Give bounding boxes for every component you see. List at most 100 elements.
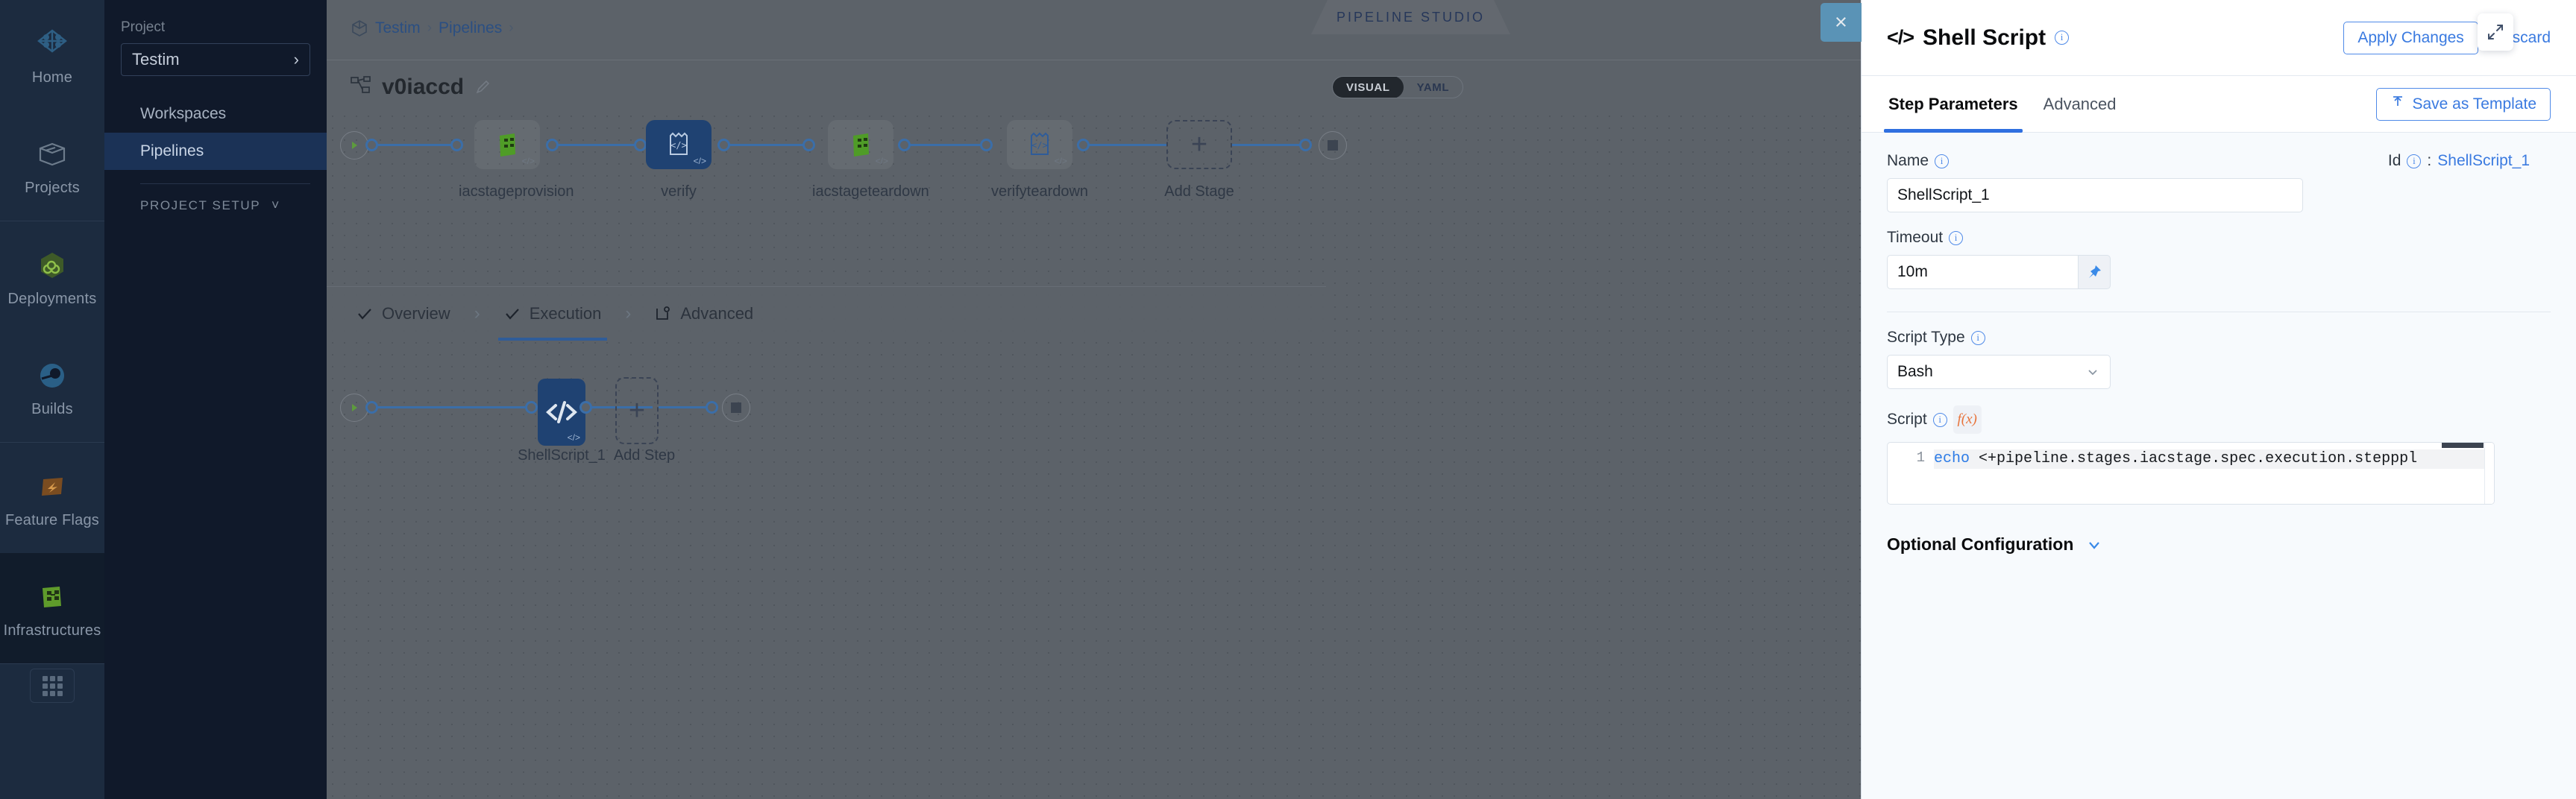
editor-vertical-scrollbar[interactable] [2484,443,2494,504]
script-label: Script [1887,411,1927,428]
step-node-shellscript-1[interactable]: </> [538,379,585,446]
optional-configuration-label: Optional Configuration [1887,534,2074,554]
script-type-label: Script Type [1887,329,1965,346]
tab-overview[interactable]: Overview [346,287,461,341]
stage-type-code-icon: </> [521,156,535,166]
edit-pencil-icon[interactable] [474,79,491,95]
script-label-group: Script i f(x) [1887,405,2551,434]
panel-title-group: </> Shell Script i [1887,25,2070,51]
stage-flow-row: </> iacstageprovision </> </> verify [327,110,2576,259]
toggle-option-visual[interactable]: VISUAL [1333,77,1404,98]
rail-item-builds[interactable]: Builds [0,332,104,442]
step-connector-line [659,406,707,408]
script-field: Script i f(x) 1 echo <+pipeline.stages.i… [1887,13,2551,505]
sidebar-section-project-setup[interactable]: PROJECT SETUP ˅ [121,198,310,213]
stage-node-verifyteardown[interactable]: </> </> [1007,120,1072,169]
tab-execution[interactable]: Execution [494,287,612,341]
timeout-input[interactable]: 10m [1887,255,2078,289]
rail-item-home[interactable]: Home [0,0,104,110]
breadcrumb-link-project[interactable]: Testim [375,19,421,37]
stage-node-iacstageteardown[interactable]: </> [828,120,893,169]
stage-node-iacstageprovision[interactable]: </> [474,120,540,169]
step-config-panel: × </> Shell Script i Apply Changes Disca… [1821,0,2576,799]
toggle-option-yaml[interactable]: YAML [1416,80,1450,94]
rail-label-infrastructures: Infrastructures [3,622,101,639]
pipeline-title-group: v0iaccd [351,75,491,100]
code-shirt-icon: </> [670,132,688,155]
info-icon[interactable]: i [2055,31,2070,45]
project-selector-value: Testim [132,50,180,69]
info-icon[interactable]: i [2407,154,2422,168]
script-editor[interactable]: 1 echo <+pipeline.stages.iacstage.spec.e… [1887,442,2495,505]
name-label-group: Name i [1887,152,1950,170]
rail-item-deployments[interactable]: Deployments [0,221,104,332]
close-panel-button[interactable]: × [1821,3,1862,42]
breadcrumb: Testim › Pipelines › [351,19,514,37]
save-as-template-button[interactable]: Save as Template [2376,87,2551,121]
add-step-label: Add Step [613,447,676,464]
rail-item-projects[interactable]: Projects [0,110,104,221]
stage-connector-dot [365,139,378,151]
panel-tab-bar: Step Parameters Advanced Save as Templat… [1862,76,2576,133]
stage-node-verify[interactable]: </> </> [646,120,711,169]
tab-step-parameters[interactable]: Step Parameters [1884,76,2023,133]
chevron-down-icon: ˅ [271,198,280,212]
timeout-pin-button[interactable] [2078,255,2111,289]
name-input[interactable]: ShellScript_1 [1887,178,2303,212]
apps-grid-button[interactable] [30,669,75,703]
add-stage-button[interactable]: + [1166,120,1232,169]
step-label: ShellScript_1 [518,447,606,464]
optional-configuration-toggle[interactable]: Optional Configuration [1887,534,2551,555]
expand-editor-button[interactable] [2478,13,2513,51]
info-icon[interactable]: i [1935,154,1950,168]
flag-icon [33,467,72,506]
stage-label: verify [661,183,697,200]
step-tab-bar: Overview › Execution › Advanced [327,286,1326,341]
script-type-value: Bash [1897,363,1933,380]
svg-text:</>: </> [670,140,687,151]
panel-header: </> Shell Script i Apply Changes Discard [1862,0,2576,76]
infra-nodes-icon [33,578,72,616]
script-type-select[interactable]: Bash [1887,355,2111,389]
script-type-field: Script Type i Bash [1887,329,2551,389]
tab-separator-chevron-icon: › [625,303,632,323]
rail-label-projects: Projects [25,179,80,196]
stage-label: verifyteardown [991,183,1089,200]
view-mode-toggle[interactable]: VISUAL YAML [1332,76,1464,98]
expression-fx-button[interactable]: f(x) [1953,405,1982,434]
apps-grid-icon [42,675,63,696]
rail-item-feature-flags[interactable]: Feature Flags [0,443,104,553]
pipeline-graph-icon [351,75,371,99]
stage-connector-dot [898,139,911,151]
editor-code-line: echo <+pipeline.stages.iacstage.spec.exe… [1934,449,2494,469]
stage-connector-dot [546,139,559,151]
script-type-label-group: Script Type i [1887,329,2551,347]
stage-connector-line [1089,144,1166,146]
sidebar-item-workspaces[interactable]: Workspaces [104,95,327,133]
id-separator: : [2427,152,2432,169]
add-step-button[interactable]: + [615,377,659,444]
infinity-hex-icon [33,246,72,285]
stage-connector-dot [634,139,647,151]
stage-type-code-icon: </> [1054,156,1067,166]
top-bar: Testim › Pipelines › PIPELINE STUDIO [327,0,2576,63]
editor-horizontal-scrollbar[interactable] [2442,443,2484,448]
info-icon[interactable]: i [1970,330,1985,345]
breadcrumb-link-pipelines[interactable]: Pipelines [439,19,503,37]
tab-advanced[interactable]: Advanced [644,287,764,341]
stage-type-code-icon: </> [875,156,888,166]
breadcrumb-separator: › [509,20,514,36]
info-icon[interactable]: i [1932,412,1947,427]
tab-advanced[interactable]: Advanced [2042,76,2118,133]
svg-text:</>: </> [1031,140,1048,151]
editor-line-number: 1 [1916,449,1925,466]
rail-item-infrastructures[interactable]: Infrastructures [0,553,104,663]
panel-body: Name i Id i : ShellScript_1 ShellScript_… [1862,13,2576,555]
chevron-down-icon [2089,541,2100,549]
stage-connector-line [558,144,635,146]
sidebar-item-pipelines[interactable]: Pipelines [104,133,327,170]
project-selector[interactable]: Testim › [121,43,310,76]
panel-title: Shell Script [1923,25,2046,50]
apply-changes-button[interactable]: Apply Changes [2343,21,2478,54]
info-icon[interactable]: i [1949,230,1964,245]
